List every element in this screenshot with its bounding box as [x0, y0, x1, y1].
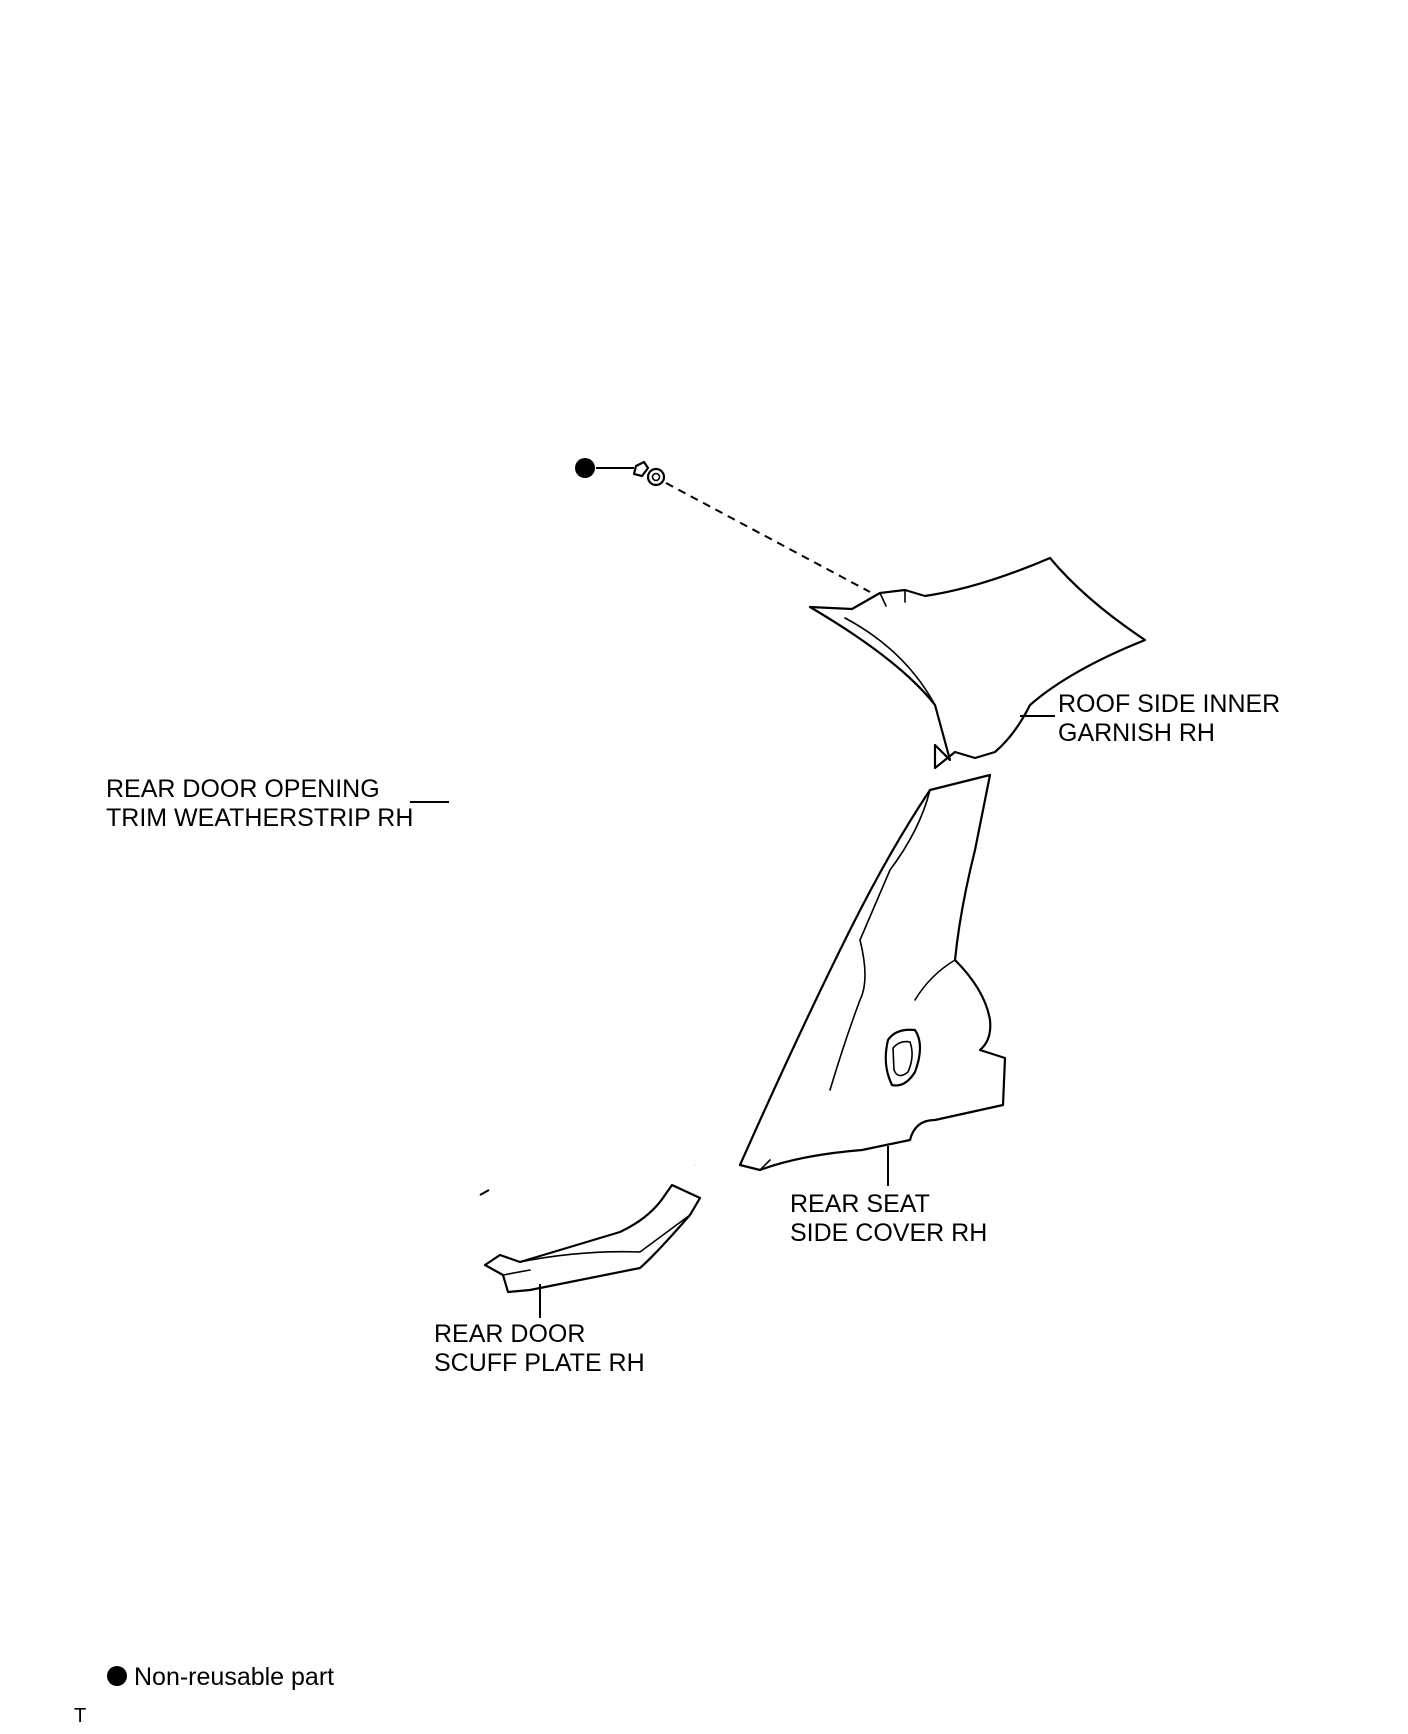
scuff-plate-label-line1: REAR DOOR — [434, 1320, 585, 1348]
weatherstrip-label-line1: REAR DOOR OPENING — [106, 775, 380, 803]
non-reusable-marker-icon — [575, 458, 595, 478]
side-cover-label-line1: REAR SEAT — [790, 1190, 930, 1218]
rear-door-opening-trim-weatherstrip — [443, 638, 898, 1196]
clip-part — [575, 458, 871, 593]
scuff-plate-label-line2: SCUFF PLATE RH — [434, 1349, 645, 1377]
rear-seat-side-cover — [738, 773, 1007, 1172]
side-cover-label-line2: SIDE COVER RH — [790, 1219, 987, 1247]
legend-non-reusable-icon — [107, 1666, 127, 1686]
roof-garnish-label-line2: GARNISH RH — [1058, 719, 1215, 747]
roof-side-inner-garnish — [808, 556, 1147, 770]
rear-door-scuff-plate — [483, 1183, 702, 1294]
roof-garnish-label-line1: ROOF SIDE INNER — [1058, 690, 1280, 718]
weatherstrip-label-line2: TRIM WEATHERSTRIP RH — [106, 804, 413, 832]
legend-text: Non-reusable part — [134, 1663, 334, 1691]
footer-code: T — [74, 1705, 86, 1727]
